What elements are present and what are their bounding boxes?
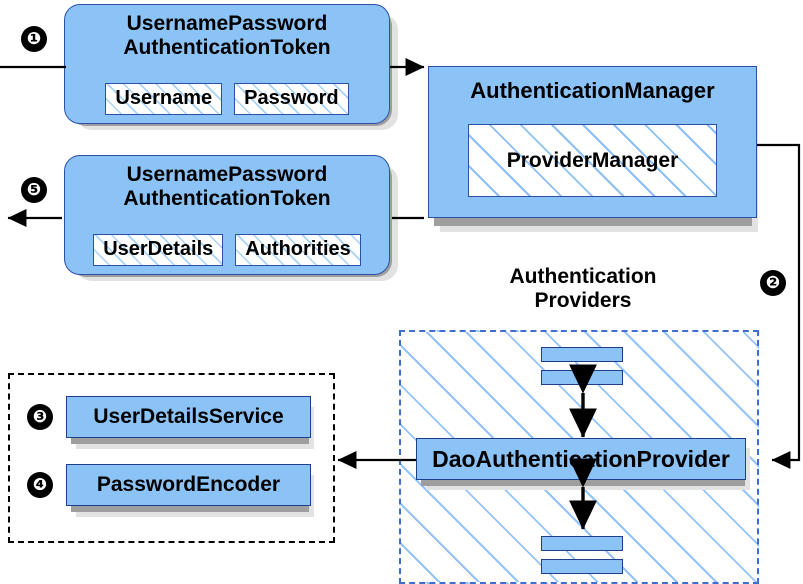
- password-encoder-box: PasswordEncoder: [66, 464, 311, 506]
- dao-authentication-provider-box: DaoAuthenticationProvider: [416, 438, 746, 480]
- other-provider-bar-bottom-2: [541, 559, 623, 574]
- badge-step-3: ❸: [27, 404, 53, 430]
- request-token-card: UsernamePassword AuthenticationToken Use…: [64, 4, 390, 124]
- badge-step-5: ❺: [21, 177, 47, 203]
- request-token-slot-password: Password: [234, 83, 349, 115]
- authentication-providers-label: Authentication Providers: [509, 265, 657, 312]
- request-token-slot-username: Username: [105, 83, 223, 115]
- badge-step-2: ❷: [760, 270, 786, 296]
- authentication-manager-box: AuthenticationManager ProviderManager: [428, 66, 757, 218]
- request-token-slots: Username Password: [65, 83, 389, 115]
- provider-manager-box: ProviderManager: [468, 124, 717, 197]
- response-token-title: UsernamePassword AuthenticationToken: [123, 163, 331, 210]
- badge-step-4: ❹: [27, 472, 53, 498]
- request-token-title: UsernamePassword AuthenticationToken: [123, 12, 331, 59]
- response-token-slot-authorities: Authorities: [235, 234, 361, 266]
- authentication-manager-title: AuthenticationManager: [470, 78, 715, 103]
- other-provider-bar-top-2: [541, 370, 623, 385]
- wire-manager-to-provider: [757, 143, 801, 470]
- response-token-card: UsernamePassword AuthenticationToken Use…: [64, 155, 390, 275]
- other-provider-bar-top-1: [541, 347, 623, 362]
- response-token-slots: UserDetails Authorities: [65, 234, 389, 266]
- response-token-slot-userdetails: UserDetails: [93, 234, 224, 266]
- other-provider-bar-bottom-1: [541, 536, 623, 551]
- user-details-service-box: UserDetailsService: [66, 396, 311, 438]
- badge-step-1: ❶: [21, 26, 47, 52]
